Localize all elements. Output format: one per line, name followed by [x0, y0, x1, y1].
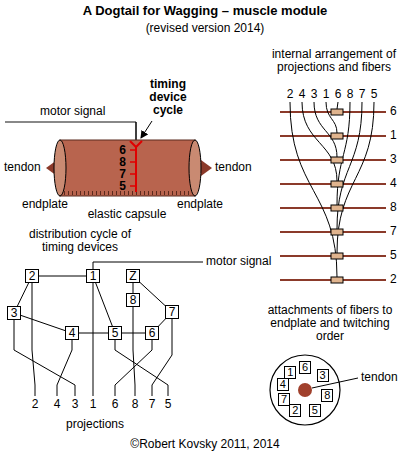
- projection-number: 6: [112, 398, 119, 411]
- subtitle: (revised version 2014): [146, 22, 265, 35]
- callout-text: timing device cycle: [146, 78, 190, 117]
- box-text: 6: [149, 326, 156, 340]
- fiber-number: 8: [390, 201, 397, 214]
- connector-line: [133, 283, 134, 293]
- connector-line: [17, 283, 28, 306]
- box-text: 2: [292, 404, 298, 416]
- projection-number: 7: [149, 398, 156, 411]
- timing-device-box: 7: [165, 305, 179, 319]
- fiber-attachment-box: 8: [321, 389, 333, 402]
- box-text: 2: [29, 269, 36, 283]
- copyright-note: ©Robert Kovsky 2011, 2014: [130, 438, 279, 451]
- connector-line: [21, 315, 65, 330]
- connector-line: [79, 333, 108, 334]
- pointer-arrow: [141, 121, 152, 138]
- diagram-title: A Dogtail for Wagging – muscle module: [83, 4, 328, 17]
- box-text: 3: [320, 369, 326, 381]
- projection-number: 2: [287, 88, 294, 101]
- connector-line: [96, 283, 113, 326]
- fiber-number: 6: [390, 105, 397, 118]
- fiber-arrangement: [280, 102, 386, 283]
- projection-number: 5: [165, 398, 172, 411]
- connector-line: [122, 333, 145, 334]
- box-text: 5: [312, 404, 318, 416]
- projection-wires: [14, 262, 203, 396]
- timing-number: 8: [119, 156, 126, 168]
- box-text: 1: [90, 269, 97, 283]
- box-text: Z: [129, 269, 136, 283]
- projection-number: 7: [359, 88, 366, 101]
- fiber-number: 5: [390, 249, 397, 262]
- timing-device-box: 8: [126, 293, 140, 307]
- section-heading: internal arrangement of projections and …: [268, 48, 400, 74]
- fiber-attachment-box: 4: [277, 378, 289, 391]
- section-heading: attachments of fibers to endplate and tw…: [265, 304, 395, 343]
- box-text: 7: [169, 305, 176, 319]
- timing-number: 6: [119, 144, 126, 156]
- fiber-number: 4: [390, 177, 397, 190]
- part-name: tendon: [4, 161, 41, 174]
- box-text: 5: [112, 326, 119, 340]
- fiber-attachment-box: 2: [289, 404, 301, 417]
- endplate-disc: [270, 355, 358, 425]
- projection-number: 8: [347, 88, 354, 101]
- timing-device-box: 4: [65, 326, 79, 340]
- part-name: tendon: [215, 161, 252, 174]
- fiber-number: 1: [390, 129, 397, 142]
- timing-number: 7: [119, 168, 126, 180]
- timing-number: 5: [119, 180, 126, 192]
- box-text: 1: [287, 366, 293, 378]
- projection-number: 4: [299, 88, 306, 101]
- fiber-attachment-box: 3: [317, 369, 329, 382]
- timing-device-box: 3: [7, 306, 21, 320]
- signal-name: motor signal: [40, 105, 105, 118]
- box-text: 3: [11, 306, 18, 320]
- projection-number: 3: [72, 398, 79, 411]
- section-heading: projections: [66, 418, 124, 431]
- timing-device-box: 2: [25, 269, 39, 283]
- connector-line: [39, 276, 86, 277]
- part-name: tendon: [361, 371, 398, 384]
- projection-number: 1: [323, 88, 330, 101]
- elastic-capsule: 6875: [60, 140, 195, 196]
- projection-number: 1: [90, 398, 97, 411]
- part-name: elastic capsule: [88, 208, 167, 221]
- fiber-number: 2: [390, 273, 397, 286]
- section-heading: distribution cycle of timing devices: [26, 228, 134, 254]
- part-name: endplate: [22, 198, 68, 211]
- box-text: 4: [280, 378, 286, 390]
- fiber-attachment-box: 5: [309, 404, 321, 417]
- box-text: 6: [302, 361, 308, 373]
- motor-signal-wire: [5, 122, 136, 141]
- connector-line: [159, 319, 166, 326]
- projection-number: 4: [54, 398, 61, 411]
- connector-line: [140, 282, 165, 305]
- fiber-number: 3: [390, 153, 397, 166]
- projection-number: 6: [335, 88, 342, 101]
- fiber-attachment-box: 6: [299, 361, 311, 374]
- timing-device-box: 5: [108, 326, 122, 340]
- projection-number: 8: [132, 398, 139, 411]
- box-text: 4: [69, 326, 76, 340]
- projection-number: 3: [311, 88, 318, 101]
- timing-device-box: 1: [86, 269, 100, 283]
- box-text: 8: [130, 293, 137, 307]
- capsule-outline: [54, 138, 201, 198]
- projection-number: 5: [371, 88, 378, 101]
- signal-name: motor signal: [206, 255, 271, 268]
- projection-number: 2: [32, 398, 39, 411]
- box-text: 8: [324, 389, 330, 401]
- timing-device-box: 6: [145, 326, 159, 340]
- timing-device-box: Z: [126, 269, 140, 283]
- fiber-number: 7: [390, 225, 397, 238]
- part-name: endplate: [177, 198, 223, 211]
- box-text: 7: [281, 393, 287, 405]
